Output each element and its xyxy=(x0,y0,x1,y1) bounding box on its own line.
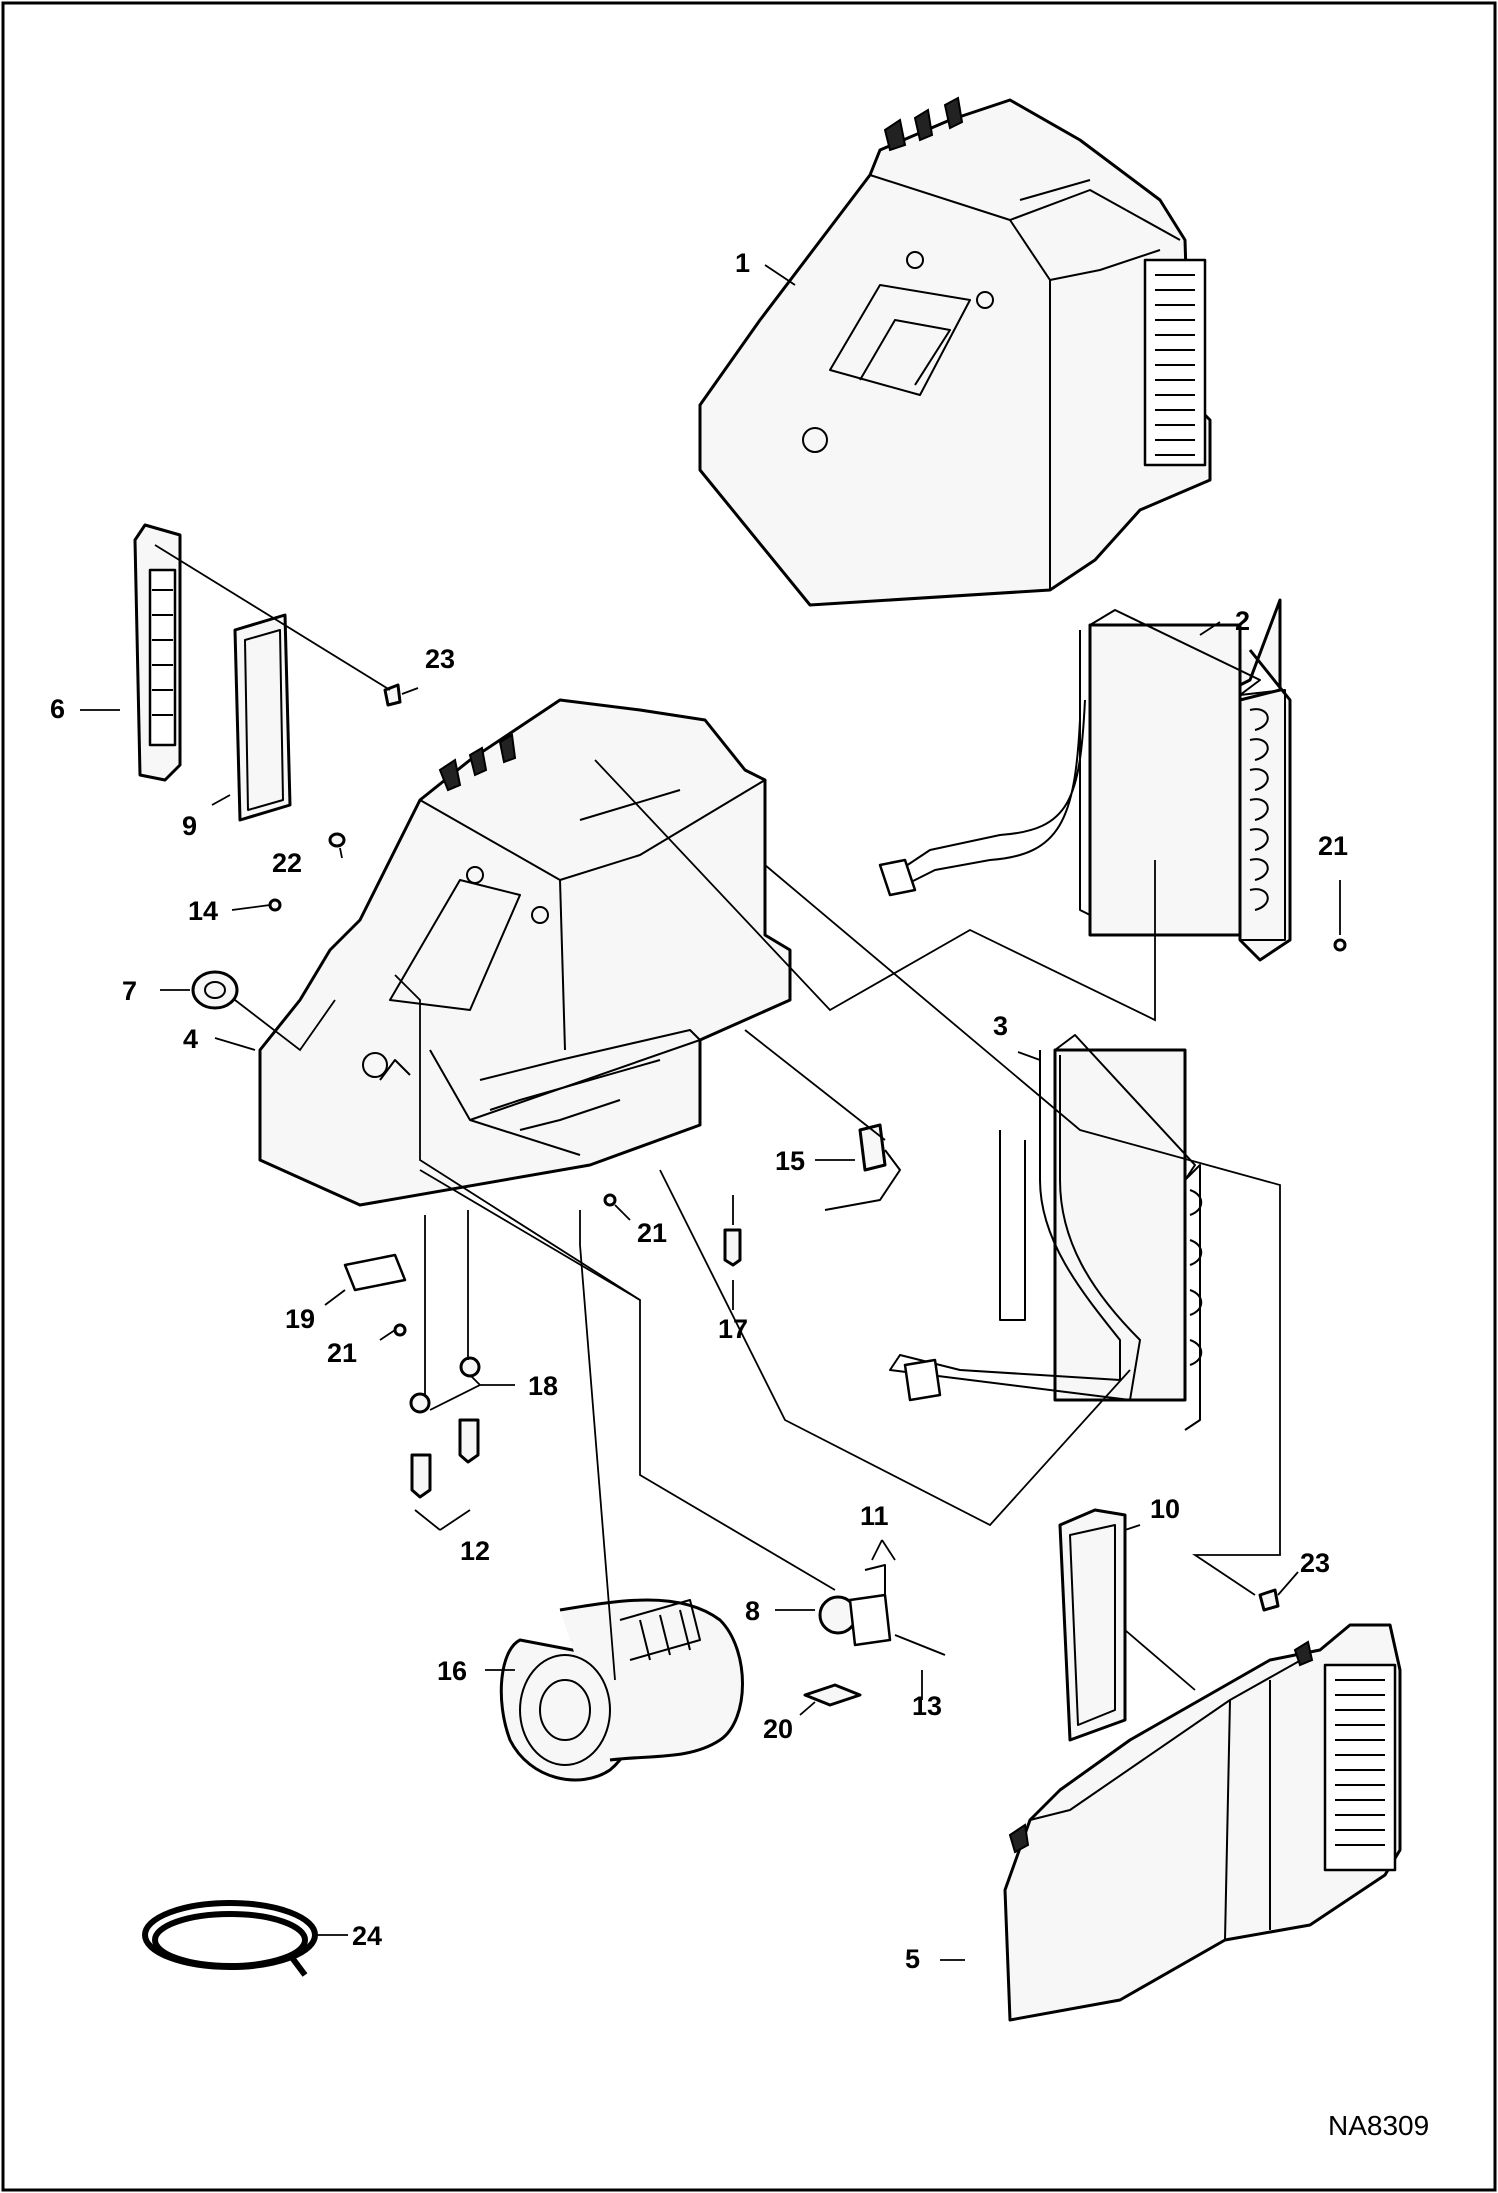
part-blower-motor xyxy=(499,1598,744,1782)
part-sensor xyxy=(824,1123,901,1211)
callout-6: 6 xyxy=(50,694,65,724)
part-evaporator-coil xyxy=(878,598,1292,962)
callout-11: 11 xyxy=(860,1501,889,1531)
callout-7: 7 xyxy=(122,976,137,1006)
callout-17: 17 xyxy=(718,1314,748,1344)
drawing-code: NA8309 xyxy=(1328,2110,1429,2141)
callout-21-bracket: 21 xyxy=(327,1338,357,1368)
callout-24: 24 xyxy=(352,1921,382,1951)
callout-20: 20 xyxy=(763,1714,793,1744)
callout-5: 5 xyxy=(905,1944,920,1974)
part-small-hardware xyxy=(268,683,1347,1612)
callout-12: 12 xyxy=(460,1536,490,1566)
callout-4: 4 xyxy=(183,1024,198,1054)
callout-10: 10 xyxy=(1150,1494,1180,1524)
callout-23-upper: 23 xyxy=(425,644,455,674)
callout-8: 8 xyxy=(745,1596,760,1626)
callout-23-lower: 23 xyxy=(1300,1548,1330,1578)
callout-19: 19 xyxy=(285,1304,315,1334)
callout-3: 3 xyxy=(993,1011,1008,1041)
callout-labels: 1 2 3 4 5 6 7 8 9 10 11 12 13 14 15 16 1… xyxy=(50,248,1348,1974)
callout-15: 15 xyxy=(775,1146,805,1176)
part-heater-core xyxy=(889,1034,1203,1431)
assembly-lines xyxy=(154,544,1281,1691)
callout-22: 22 xyxy=(272,848,302,878)
part-lower-cover xyxy=(1003,1623,1402,2022)
callout-leaders xyxy=(80,264,1341,1961)
part-main-housing xyxy=(258,698,792,1207)
callout-21-housing: 21 xyxy=(637,1218,667,1248)
part-filter xyxy=(233,613,292,822)
callout-21-coil: 21 xyxy=(1318,831,1348,861)
part-hose-coil xyxy=(142,1900,318,1977)
callout-13: 13 xyxy=(912,1691,942,1721)
callout-18: 18 xyxy=(528,1371,558,1401)
callout-2: 2 xyxy=(1235,606,1250,636)
part-upper-housing xyxy=(698,96,1212,607)
callout-14: 14 xyxy=(188,896,218,926)
part-louver-grille xyxy=(133,523,182,782)
callout-1: 1 xyxy=(735,248,750,278)
callout-9: 9 xyxy=(182,811,197,841)
part-filter-frame xyxy=(1058,1508,1127,1742)
part-actuator xyxy=(803,1564,946,1707)
callout-16: 16 xyxy=(437,1656,467,1686)
part-grommet xyxy=(191,970,239,1010)
